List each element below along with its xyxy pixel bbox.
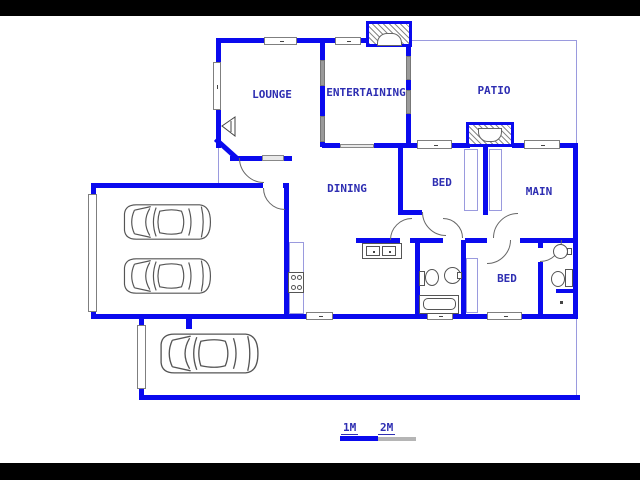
basin-tap xyxy=(567,248,572,255)
toilet-icon xyxy=(419,271,425,286)
patio-outline xyxy=(410,40,577,41)
window xyxy=(417,140,452,149)
bay-symbol-icon xyxy=(221,116,236,137)
wall xyxy=(483,147,488,215)
room-label-bed1: BED xyxy=(432,176,452,189)
wall xyxy=(356,238,400,243)
room-label-entertaining: ENTERTAINING xyxy=(326,86,406,99)
window xyxy=(335,37,361,45)
braai-opening xyxy=(478,128,502,142)
wall xyxy=(556,289,578,293)
wall xyxy=(398,147,403,214)
wall xyxy=(573,143,578,319)
basin-icon xyxy=(553,244,568,259)
wall xyxy=(452,143,470,148)
wall xyxy=(284,156,292,161)
letterbox-bottom xyxy=(0,463,640,480)
boundary-line xyxy=(576,319,577,397)
room-label-patio: PATIO xyxy=(477,84,511,97)
toilet-icon xyxy=(565,269,573,287)
wall-opening xyxy=(406,90,411,114)
room-label-main: MAIN xyxy=(525,185,553,198)
fireplace-opening xyxy=(377,33,402,46)
wall xyxy=(461,240,466,316)
window xyxy=(524,140,560,149)
boundary-wall xyxy=(139,395,580,400)
letterbox-top xyxy=(0,0,640,16)
window xyxy=(487,312,522,320)
wall xyxy=(415,240,420,316)
wall xyxy=(538,262,543,316)
wall xyxy=(91,183,263,188)
basin-tap xyxy=(457,272,462,279)
window xyxy=(213,62,221,110)
scale-bar-segment-1 xyxy=(340,436,378,441)
wall xyxy=(512,143,526,148)
window xyxy=(306,312,333,320)
doorway-lintel xyxy=(340,144,374,148)
car-icon xyxy=(123,258,212,294)
bathtub-icon xyxy=(419,295,459,314)
scale-label-2m: 2M xyxy=(378,421,396,435)
wall xyxy=(398,210,422,215)
wall-stub xyxy=(186,317,192,329)
wardrobe xyxy=(489,149,502,211)
wall-opening xyxy=(320,60,325,86)
window xyxy=(264,37,297,45)
wall xyxy=(558,143,578,148)
wall-opening xyxy=(320,116,325,142)
scale-bar-segment-2 xyxy=(378,437,416,441)
kitchen-sink-icon xyxy=(362,243,402,259)
car-icon xyxy=(123,204,212,240)
wall xyxy=(322,143,340,148)
entrance-lintel xyxy=(262,155,284,161)
wall xyxy=(374,143,420,148)
patio-outline xyxy=(576,40,577,144)
wall xyxy=(284,185,289,319)
scale-label-1m: 1M xyxy=(341,421,359,435)
car-icon xyxy=(160,333,259,374)
wall xyxy=(410,238,443,243)
room-label-bed2: BED xyxy=(497,272,517,285)
wardrobe xyxy=(466,258,478,313)
carport-gate xyxy=(137,325,146,389)
lobby-line xyxy=(218,148,219,185)
garage-door xyxy=(88,194,97,312)
stove-icon xyxy=(288,272,304,293)
toilet-icon xyxy=(551,271,565,287)
wall xyxy=(320,40,325,147)
room-label-dining: DINING xyxy=(327,182,367,195)
wall-opening xyxy=(406,56,411,80)
toilet-icon xyxy=(425,269,439,286)
room-label-lounge: LOUNGE xyxy=(252,88,292,101)
wardrobe xyxy=(464,149,478,211)
shower-icon xyxy=(560,301,563,304)
wall xyxy=(91,314,578,319)
wall xyxy=(465,238,487,243)
